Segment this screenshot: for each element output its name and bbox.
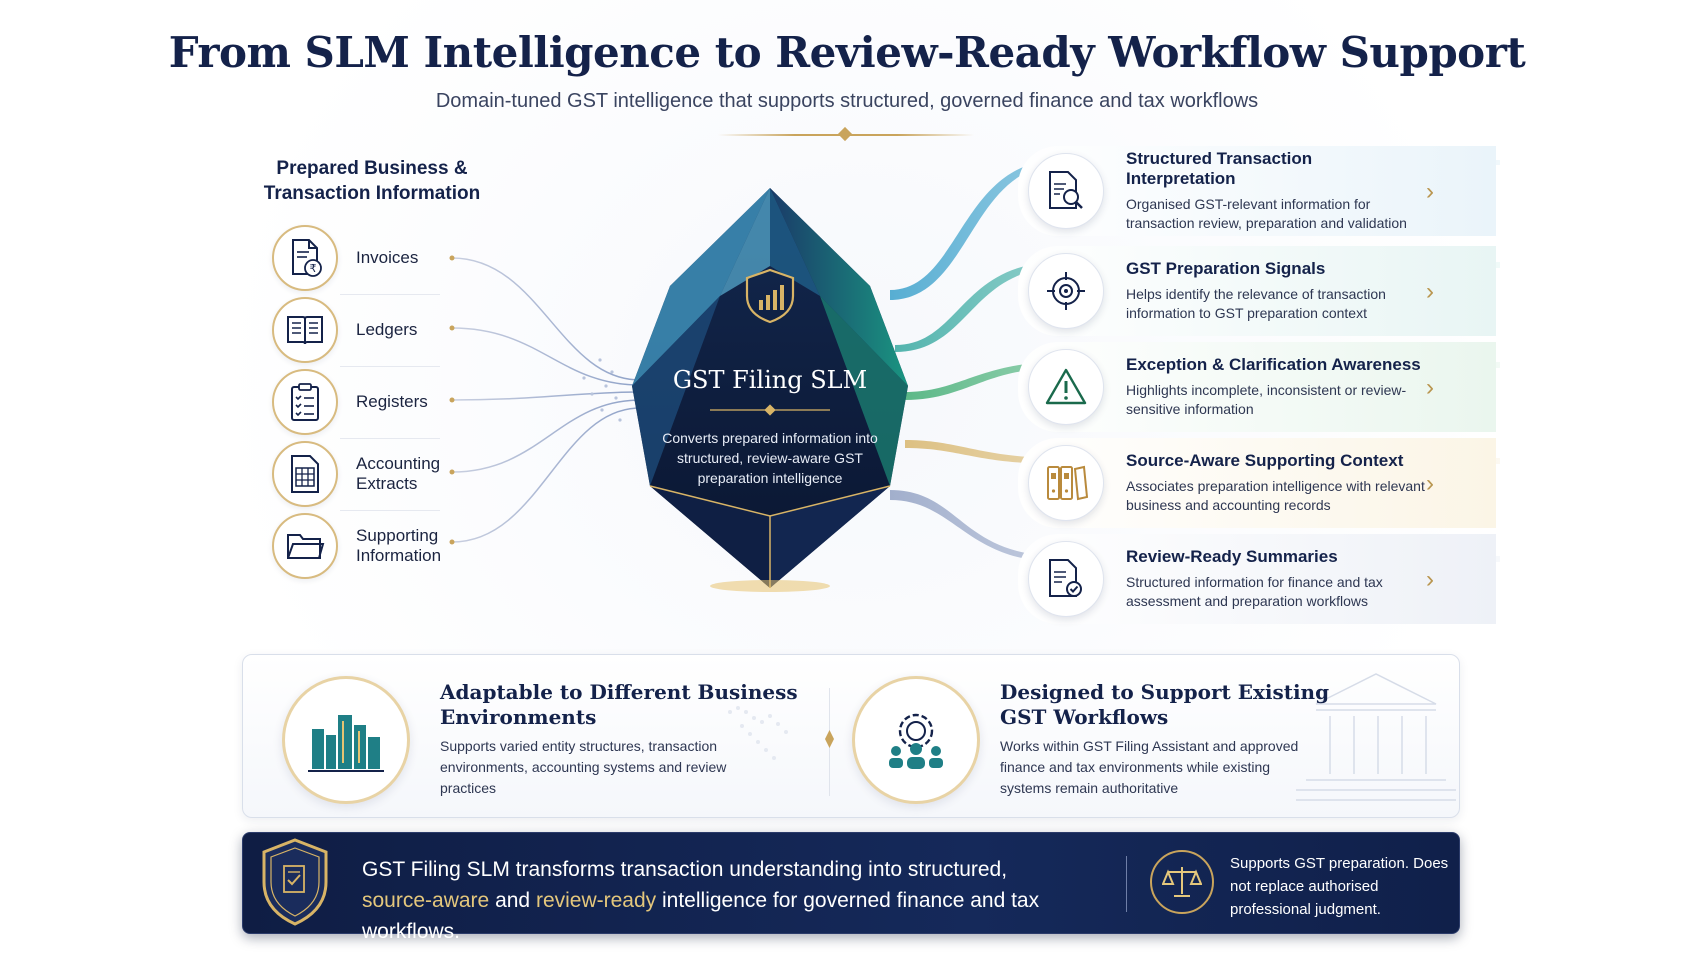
balance-scale-icon (1150, 850, 1214, 914)
input-supporting-information: Supporting Information (272, 512, 492, 580)
output-gst-preparation-signals: GST Preparation Signals Helps identify t… (1018, 246, 1496, 336)
input-label: Registers (356, 392, 428, 411)
inputs-heading-line1: Prepared Business & (276, 158, 468, 179)
input-ledgers: Ledgers (272, 296, 492, 364)
banner-text-1: GST Filing SLM transforms transaction un… (362, 858, 1008, 881)
feature-title: Adaptable to Different Business Environm… (440, 680, 798, 729)
core-description: Converts prepared information into struc… (662, 430, 878, 486)
banner-highlight-review-ready: review-ready (535, 889, 657, 912)
input-registers: Registers (272, 368, 492, 436)
banner-disclaimer: Supports GST preparation. Does not repla… (1230, 855, 1449, 918)
page-title: From SLM Intelligence to Review-Ready Wo… (168, 28, 1526, 77)
warning-triangle-icon (1028, 349, 1104, 425)
inputs-heading: Prepared Business & Transaction Informat… (262, 156, 482, 206)
input-invoices: ₹ Invoices (272, 224, 492, 292)
divider-diamond (825, 730, 834, 748)
banner-divider (1126, 856, 1127, 912)
gst-crystal (632, 188, 908, 592)
core-title: GST Filing SLM (672, 366, 868, 394)
svg-text:₹: ₹ (310, 262, 317, 275)
folder-icon (272, 513, 338, 579)
features-panel (242, 654, 1460, 818)
chevron-right-icon[interactable]: › (1426, 278, 1434, 305)
input-accounting-extracts: Accounting Extracts (272, 440, 492, 508)
chevron-right-icon[interactable]: › (1426, 566, 1434, 593)
input-label: Supporting Information (356, 526, 442, 565)
chevron-right-icon[interactable]: › (1426, 178, 1434, 205)
input-label: Accounting Extracts (356, 454, 441, 493)
output-description: Structured information for finance and t… (1126, 574, 1383, 609)
feature-description: Supports varied entity structures, trans… (440, 738, 727, 796)
banner-highlight-source-aware: source-aware (362, 889, 490, 912)
document-search-icon (1028, 153, 1104, 229)
summary-banner (242, 832, 1460, 934)
spreadsheet-icon (272, 441, 338, 507)
output-description: Associates preparation intelligence with… (1126, 478, 1425, 513)
input-separator (340, 294, 440, 295)
output-title: Exception & Clarification Awareness (1126, 355, 1421, 374)
feature-title: Designed to Support Existing GST Workflo… (1000, 680, 1330, 729)
banner-statement: GST Filing SLM transforms transaction un… (362, 854, 1122, 947)
input-label: Invoices (356, 248, 419, 267)
clipboard-checklist-icon (272, 369, 338, 435)
output-description: Organised GST-relevant information for t… (1126, 196, 1407, 231)
input-separator (340, 510, 440, 511)
document-check-icon (1028, 541, 1104, 617)
input-separator (340, 438, 440, 439)
input-label: Ledgers (356, 320, 418, 339)
target-crosshair-icon (1028, 253, 1104, 329)
gear-people-icon (852, 676, 980, 804)
output-title: Review-Ready Summaries (1126, 547, 1338, 566)
output-structured-transaction-interpretation: Structured Transaction Interpretation Or… (1018, 146, 1496, 236)
input-separator (340, 366, 440, 367)
output-description: Helps identify the relevance of transact… (1126, 286, 1386, 321)
city-buildings-icon (282, 676, 410, 804)
output-title: Source-Aware Supporting Context (1126, 451, 1404, 470)
output-source-aware-supporting-context: Source-Aware Supporting Context Associat… (1018, 438, 1496, 528)
banner-text-2: intelligence for governed finance and ta… (362, 889, 1040, 943)
output-exception-clarification-awareness: Exception & Clarification Awareness High… (1018, 342, 1496, 432)
chevron-right-icon[interactable]: › (1426, 374, 1434, 401)
ledger-book-icon (272, 297, 338, 363)
shield-document-icon (262, 838, 328, 926)
banner-text-and: and (489, 889, 536, 912)
chevron-right-icon[interactable]: › (1426, 470, 1434, 497)
world-map-watermark (728, 706, 788, 760)
inputs-heading-line2: Transaction Information (263, 183, 481, 204)
output-title: GST Preparation Signals (1126, 259, 1326, 278)
output-description: Highlights incomplete, inconsistent or r… (1126, 382, 1407, 417)
binders-icon (1028, 445, 1104, 521)
page-subtitle: Domain-tuned GST intelligence that suppo… (435, 90, 1259, 112)
invoice-rupee-icon: ₹ (272, 225, 338, 291)
feature-description: Works within GST Filing Assistant and ap… (1000, 738, 1299, 796)
building-columns-watermark (1296, 673, 1456, 801)
output-title: Structured Transaction Interpretation (1126, 149, 1313, 188)
output-review-ready-summaries: Review-Ready Summaries Structured inform… (1018, 534, 1496, 624)
